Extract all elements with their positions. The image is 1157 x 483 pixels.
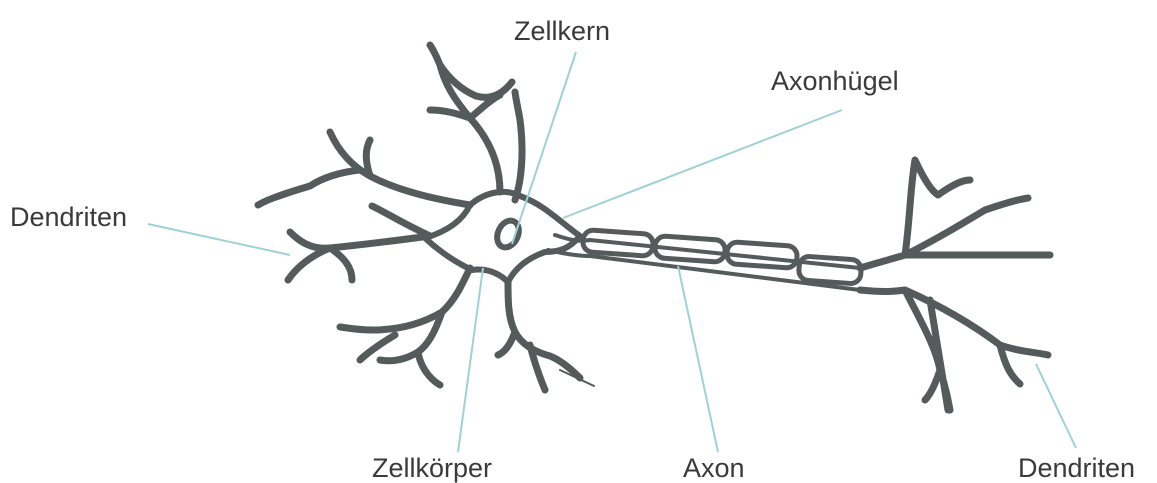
label-zellkern: Zellkern xyxy=(514,18,610,45)
leader-axonhuegel xyxy=(563,110,842,218)
label-zellkoerper: Zellkörper xyxy=(372,455,492,482)
dendrite-lower-left xyxy=(340,268,470,385)
myelin-sheath xyxy=(582,230,861,285)
label-axonhuegel: Axonhügel xyxy=(771,68,899,95)
leader-dendriten-left xyxy=(148,224,290,255)
dendrite-upper xyxy=(430,45,522,200)
dendrite-right-trunk xyxy=(860,160,1050,410)
label-dendriten-left: Dendriten xyxy=(10,204,127,231)
label-axon: Axon xyxy=(683,455,745,482)
dendrite-left xyxy=(288,206,430,280)
leader-axon xyxy=(678,266,718,452)
neuron-illustration xyxy=(258,45,1050,410)
label-dendriten-right: Dendriten xyxy=(1018,455,1135,482)
leader-zellkoerper xyxy=(458,268,483,452)
leader-dendriten-right xyxy=(1036,364,1076,448)
